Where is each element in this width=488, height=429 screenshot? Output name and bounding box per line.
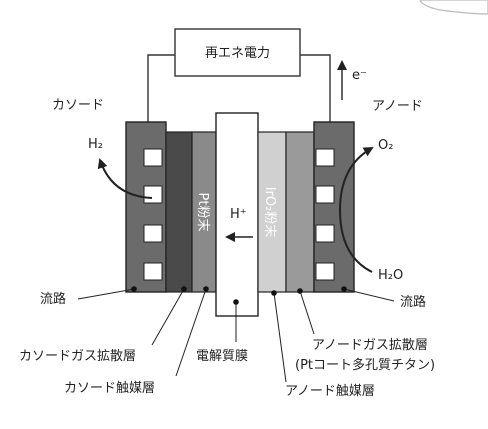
leader-anode-gdl <box>299 290 315 335</box>
leader-dot-cathode-gdl <box>181 286 187 292</box>
proton-label: H⁺ <box>230 207 247 222</box>
corner-tab-decoration <box>419 0 488 15</box>
anode-channel-4 <box>315 262 335 281</box>
anode-channel-1 <box>315 148 335 167</box>
cathode-gdl-label: カソードガス拡散層 <box>19 349 136 364</box>
flow-path-right-label: 流路 <box>400 294 426 310</box>
leader-anode-catalyst <box>273 292 287 383</box>
electron-label: e⁻ <box>352 68 367 83</box>
cathode-channel-3 <box>143 224 163 243</box>
membrane-label: 電解質膜 <box>196 349 248 364</box>
leader-flow-right <box>343 288 395 302</box>
leader-dot-membrane <box>233 299 239 305</box>
cathode-gas-diffusion-layer <box>165 131 193 293</box>
anode-gas-diffusion-layer <box>285 131 315 293</box>
cathode-channel-1 <box>143 148 163 167</box>
leader-dot-cathode-catalyst <box>203 286 209 292</box>
pt-powder-label: Pt粉末 <box>195 193 210 232</box>
leader-dot-anode-catalyst <box>271 290 277 296</box>
h2-label: H₂ <box>88 137 103 152</box>
h2o-label: H₂O <box>378 268 403 283</box>
leader-flow-left <box>77 288 135 300</box>
cathode-channel-2 <box>143 185 163 204</box>
flow-path-left-label: 流路 <box>40 291 66 307</box>
leader-dot-anode-gdl <box>297 288 303 294</box>
cathode-channel-4 <box>143 262 163 281</box>
circuit-wire-left <box>147 54 175 122</box>
anode-catalyst-label: アノード触媒層 <box>285 384 375 399</box>
cathode-catalyst-label: カソード触媒層 <box>64 381 155 396</box>
cathode-catalyst-layer <box>191 131 217 293</box>
anode-gdl-label: アノードガス拡散層 <box>312 338 428 353</box>
leader-cathode-catalyst <box>175 288 207 377</box>
leader-dot-flow-right <box>341 286 347 292</box>
anode-gdl-note-label: (Ptコート多孔質チタン) <box>295 357 435 373</box>
power-source-label: 再エネ電力 <box>205 46 270 61</box>
circuit-wire-right <box>300 54 331 122</box>
leader-cathode-gdl <box>151 288 185 346</box>
iro2-powder-label: IrO₂粉末 <box>262 187 277 238</box>
leader-dot-flow-left <box>131 286 137 292</box>
power-source-box <box>174 28 301 77</box>
o2-label: O₂ <box>378 138 393 153</box>
anode-channel-2 <box>315 185 335 204</box>
water-to-oxygen-arrow <box>338 147 374 273</box>
anode-channel-3 <box>315 224 335 243</box>
h2-outflow-arrow <box>97 158 153 199</box>
anode-label: アノード <box>372 99 423 114</box>
cathode-label: カソード <box>52 98 104 113</box>
